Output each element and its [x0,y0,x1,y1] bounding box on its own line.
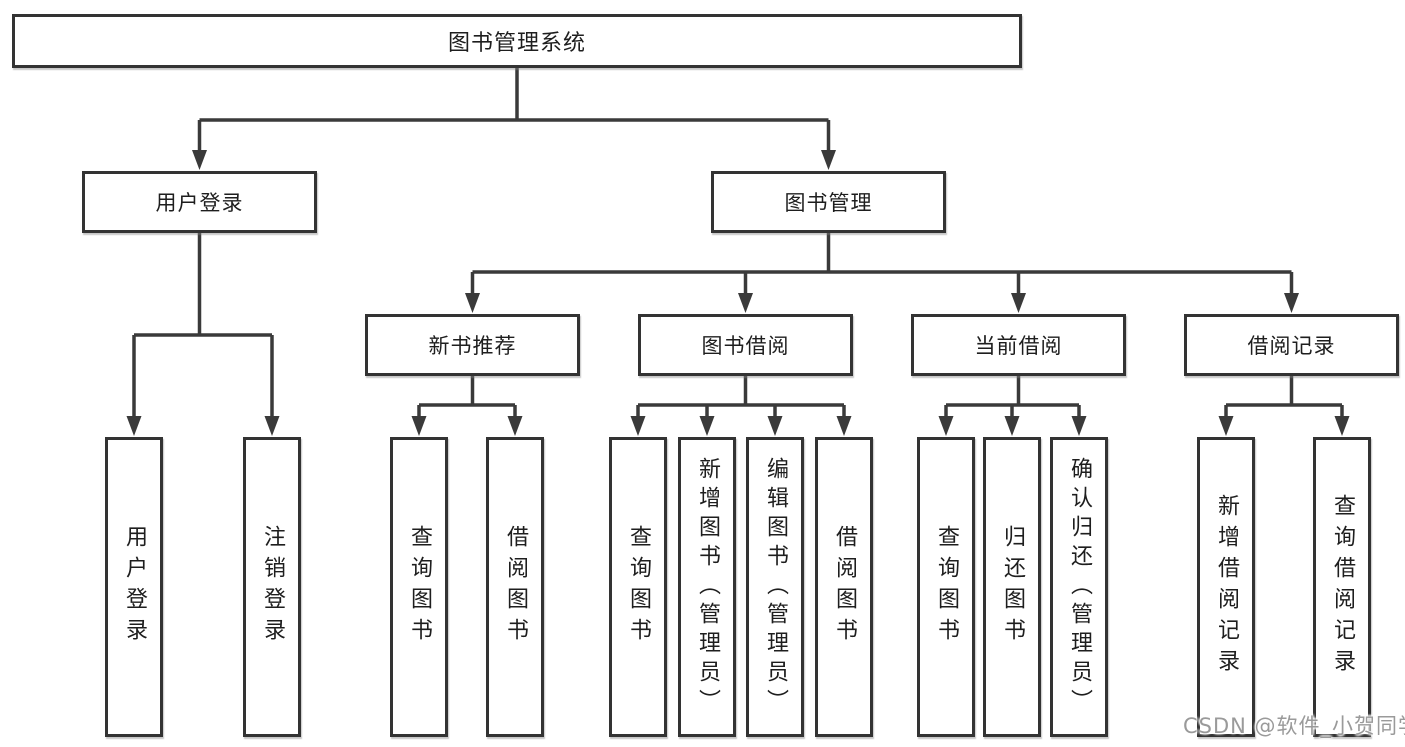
watermark-text: CSDN @软件_小贺同学 [1183,714,1405,738]
arrowhead-to-leaf-user-login [126,416,142,436]
node-leaf-add-record: 新增借阅记录 [1197,437,1255,737]
node-leaf-logout: 注销登录 [243,437,301,737]
node-leaf-borrow-book-2: 借阅图书 [815,437,873,737]
arrowhead-to-leaf-add-book [699,416,715,436]
node-leaf-add-book: 新增图书（管理员） [678,437,736,737]
node-label-leaf-add-record: 新增借阅记录 [1214,494,1239,680]
node-label-leaf-logout: 注销登录 [260,525,285,649]
node-label-new-book-rec: 新书推荐 [428,334,517,358]
arrowhead-to-book-mgmt [821,150,836,170]
node-leaf-query-record: 查询借阅记录 [1313,437,1371,737]
node-leaf-return-book: 归还图书 [983,437,1041,737]
node-label-leaf-query-book-2: 查询图书 [626,525,651,649]
arrowhead-to-current-borrow [1011,293,1026,313]
node-book-mgmt: 图书管理 [711,171,946,233]
arrowhead-to-leaf-borrow-book-2 [836,416,852,436]
edge-from-book-mgmt [470,233,1294,298]
node-label-leaf-add-book: 新增图书（管理员） [695,456,720,718]
edge-from-user-login [132,233,274,421]
node-label-book-borrow: 图书借阅 [701,334,790,358]
node-borrow-records: 借阅记录 [1184,314,1399,376]
edge-from-current-borrow [944,376,1081,421]
node-leaf-query-book-2: 查询图书 [609,437,667,737]
arrowhead-to-leaf-borrow-book-1 [507,416,523,436]
arrowhead-to-leaf-add-record [1218,416,1234,436]
node-book-borrow: 图书借阅 [638,314,853,376]
arrowhead-to-leaf-query-book-3 [938,416,954,436]
arrowhead-to-user-login [192,150,207,170]
edge-from-borrow-records [1224,376,1344,421]
arrowhead-to-new-book-rec [465,293,480,313]
node-label-borrow-records: 借阅记录 [1247,334,1336,358]
node-current-borrow: 当前借阅 [911,314,1126,376]
arrowhead-to-leaf-confirm-return [1071,416,1087,436]
node-label-leaf-borrow-book-2: 借阅图书 [832,525,857,649]
node-label-leaf-user-login: 用户登录 [122,525,147,649]
node-label-book-mgmt: 图书管理 [784,191,873,215]
node-leaf-query-book-1: 查询图书 [390,437,448,737]
node-label-leaf-return-book: 归还图书 [1000,525,1025,649]
edge-from-new-book-rec [417,376,517,421]
node-label-user-login: 用户登录 [155,191,244,215]
node-label-leaf-confirm-return: 确认归还（管理员） [1067,456,1092,718]
node-label-leaf-query-book-1: 查询图书 [407,525,432,649]
edge-from-root [197,68,831,155]
arrowhead-to-leaf-query-record [1334,416,1350,436]
node-user-login: 用户登录 [82,171,317,233]
node-label-leaf-query-record: 查询借阅记录 [1330,494,1355,680]
arrowhead-to-leaf-query-book-1 [411,416,427,436]
node-label-root: 图书管理系统 [447,31,586,56]
node-root: 图书管理系统 [12,14,1022,68]
node-leaf-confirm-return: 确认归还（管理员） [1050,437,1108,737]
node-leaf-query-book-3: 查询图书 [917,437,975,737]
node-label-leaf-edit-book: 编辑图书（管理员） [763,456,788,718]
arrowhead-to-leaf-logout [264,416,280,436]
arrowhead-to-leaf-edit-book [767,416,783,436]
arrowhead-to-book-borrow [738,293,753,313]
node-label-current-borrow: 当前借阅 [974,334,1063,358]
node-new-book-rec: 新书推荐 [365,314,580,376]
node-leaf-borrow-book-1: 借阅图书 [486,437,544,737]
edge-from-book-borrow [636,376,846,421]
node-leaf-user-login: 用户登录 [105,437,163,737]
arrowhead-to-leaf-query-book-2 [630,416,646,436]
arrowhead-to-borrow-records [1284,293,1299,313]
node-leaf-edit-book: 编辑图书（管理员） [746,437,804,737]
arrowhead-to-leaf-return-book [1004,416,1020,436]
node-label-leaf-query-book-3: 查询图书 [934,525,959,649]
node-label-leaf-borrow-book-1: 借阅图书 [503,525,528,649]
